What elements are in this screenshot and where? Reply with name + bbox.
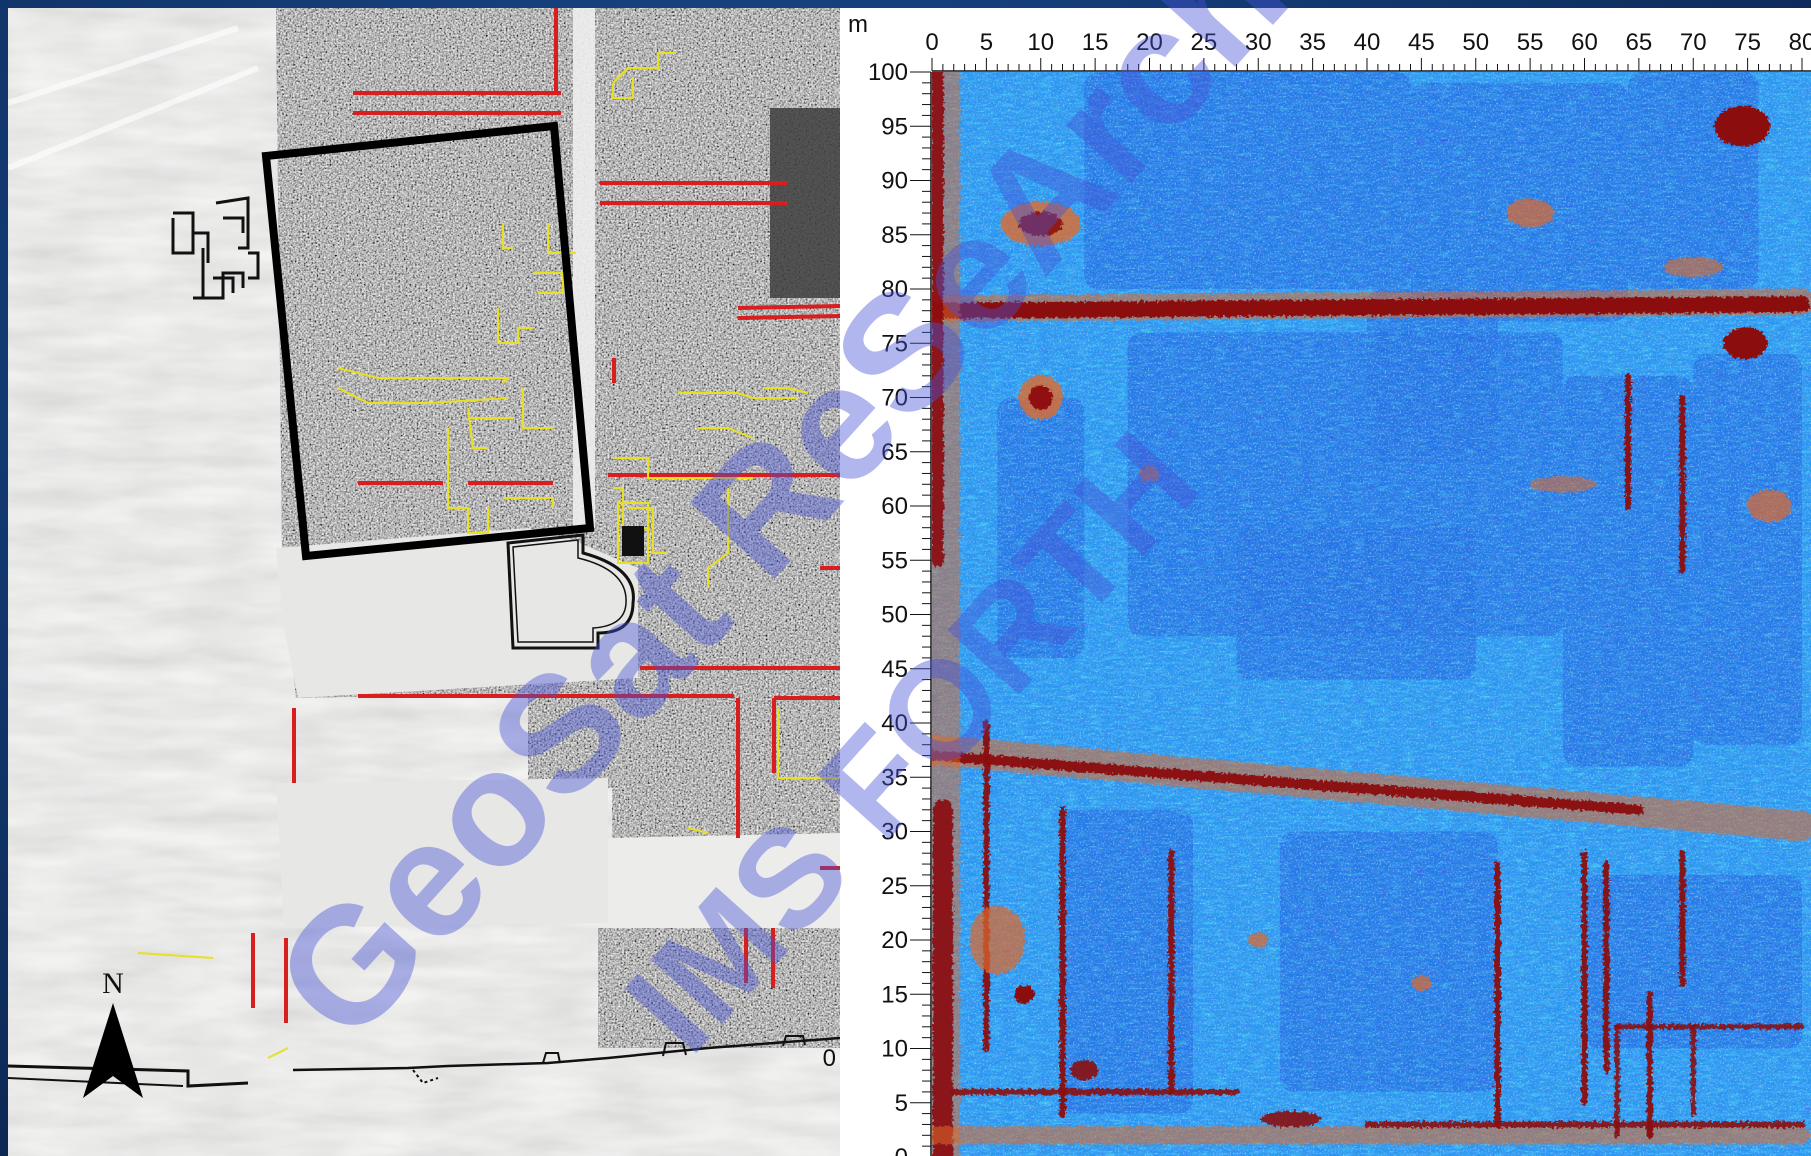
anomaly-spot [1248, 932, 1269, 948]
y-tick-label: 10 [881, 1036, 908, 1063]
field-track [8, 25, 260, 171]
fortification-wall-east [292, 1036, 840, 1072]
wall-anomaly-main [932, 296, 1810, 319]
x-tick-label: 45 [1408, 29, 1435, 56]
y-tick-label: 85 [881, 222, 908, 249]
plot-speckle [932, 72, 1811, 1156]
y-tick-label: 100 [868, 59, 908, 86]
north-arrow: N [83, 967, 143, 1098]
y-tick-label: 30 [881, 819, 908, 846]
diagonal-wall-main [932, 750, 1644, 815]
y-tick-label: 50 [881, 602, 908, 629]
church-outline [506, 533, 635, 650]
y-tick-label: 65 [881, 439, 908, 466]
anomaly-blob-e [1723, 327, 1768, 360]
x-tick-label: 30 [1245, 29, 1272, 56]
y-tick-labels: 1009590858075706560555045403530252015105… [868, 59, 908, 1156]
x-minor-ticks [931, 58, 1803, 71]
x-tick-label: 35 [1299, 29, 1326, 56]
x-tick-labels: 0 5 10 15 20 25 30 35 40 45 50 55 60 65 70 75 80 [925, 29, 1811, 56]
excavated-building-outline [171, 196, 260, 300]
y-tick-label: 0 [895, 1144, 908, 1156]
x-tick-label: 80 [1789, 29, 1811, 56]
anomaly-blob-mid [1528, 476, 1597, 493]
anomaly-blob-n [1506, 199, 1555, 228]
y-tick-label: 15 [881, 981, 908, 1008]
y-tick-label: 95 [881, 113, 908, 140]
y-tick-label: 40 [881, 710, 908, 737]
structure-dark [622, 526, 644, 556]
y-tick-label: 80 [881, 276, 908, 303]
x-tick-label: 65 [1626, 29, 1653, 56]
anomaly-blob-s [1260, 1111, 1321, 1128]
x-tick-label: 5 [980, 29, 993, 56]
anomaly-blob-sw-core [1014, 985, 1035, 1004]
x-tick-label: 0 [925, 29, 938, 56]
x-tick-label: 50 [1462, 29, 1489, 56]
magnetometry-plot-area [932, 72, 1811, 1156]
map-edge-glyph: 0 [823, 1045, 836, 1072]
anomaly-blob-n-east [1663, 257, 1724, 278]
anomaly-blob-nw-core [1018, 211, 1063, 236]
x-tick-label: 75 [1734, 29, 1761, 56]
y-tick-label: 75 [881, 330, 908, 357]
x-tick-label: 20 [1136, 29, 1163, 56]
anomaly-blob-w-core [1028, 385, 1053, 410]
wall-fragment [412, 1069, 439, 1085]
y-tick-label: 70 [881, 385, 908, 412]
wall-towers [542, 1035, 806, 1064]
survey-gap-lower [276, 778, 608, 928]
magnetic-anomalies [932, 72, 1811, 1156]
y-tick-label: 45 [881, 656, 908, 683]
annotated-site-map: 0 N [8, 8, 840, 1156]
survey-gap-lower-right [608, 833, 840, 928]
unit-label: m [848, 11, 868, 38]
y-tick-label: 90 [881, 168, 908, 195]
survey-gap-plaza [276, 528, 638, 698]
x-tick-label: 15 [1082, 29, 1109, 56]
y-tick-label: 25 [881, 873, 908, 900]
church-inner-outline [512, 539, 627, 643]
red-wall-lines [251, 8, 840, 1023]
anomaly-blob-s-west [1070, 1060, 1099, 1081]
structure-yellow [617, 502, 649, 564]
site-map-svg: 0 N [8, 8, 840, 1156]
anomaly-blob-sw [969, 906, 1026, 974]
study-area-outline [261, 121, 595, 561]
anomaly-blob-e-mid [1747, 490, 1792, 522]
x-tick-label: 60 [1571, 29, 1598, 56]
y-minor-ticks [910, 71, 931, 1147]
y-tick-label: 35 [881, 764, 908, 791]
x-tick-label: 55 [1517, 29, 1544, 56]
x-tick-label: 70 [1680, 29, 1707, 56]
x-tick-label: 25 [1191, 29, 1218, 56]
y-tick-label: 55 [881, 547, 908, 574]
y-tick-label: 60 [881, 493, 908, 520]
north-label: N [102, 967, 124, 1000]
anomaly-spot [1411, 975, 1432, 992]
x-tick-label: 40 [1354, 29, 1381, 56]
anomaly-spot [1139, 465, 1160, 482]
x-tick-label: 10 [1027, 29, 1054, 56]
anomaly-blob-ne [1714, 106, 1771, 147]
y-tick-label: 5 [895, 1090, 908, 1117]
yellow-feature-lines [137, 52, 840, 1059]
y-tick-label: 20 [881, 927, 908, 954]
